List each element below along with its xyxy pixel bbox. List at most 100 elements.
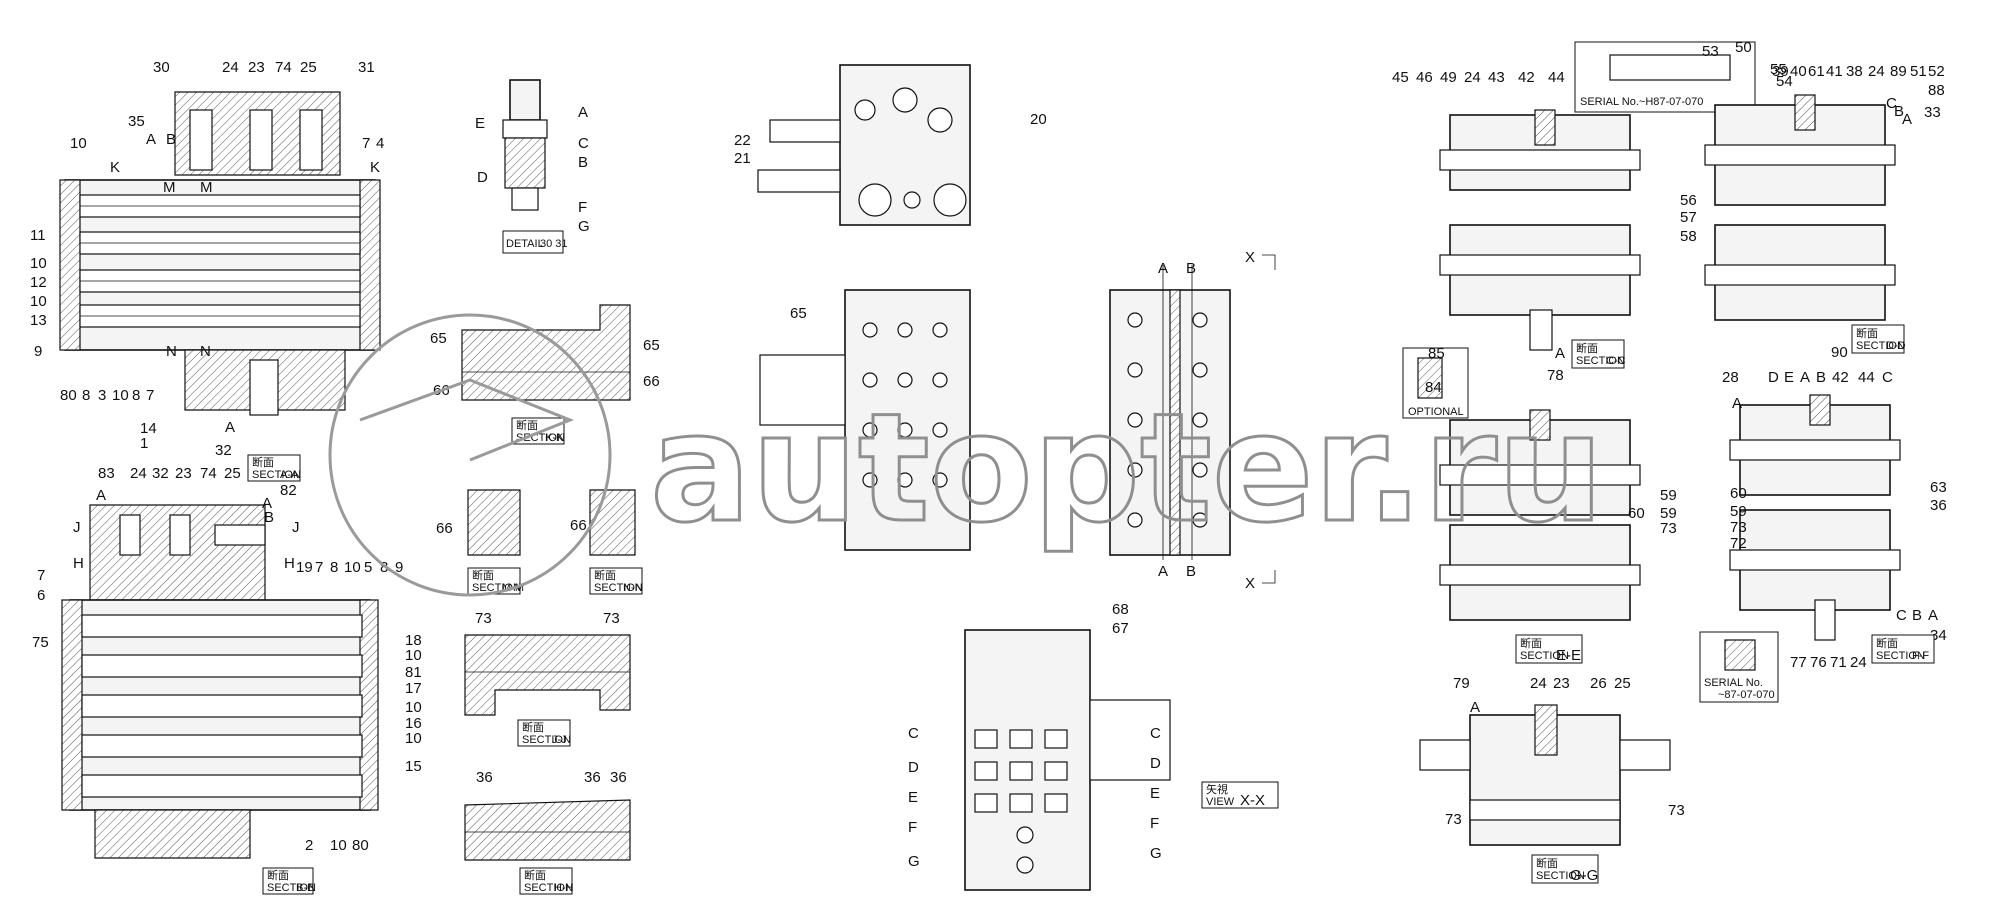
part-number: 32 [152,465,169,482]
part-number: 78 [1547,367,1564,384]
watermark: autopter.ru [328,313,1605,597]
section-letter: M [163,179,176,196]
svg-text:X-X: X-X [1240,792,1265,809]
part-number: 44 [1548,69,1565,86]
optional-detail: 85 84 OPTIONAL [1402,345,1469,419]
part-number: 67 [1112,620,1129,637]
part-number: 42 [1518,69,1535,86]
part-number: 73 [1445,811,1462,828]
part-number: 42 [1832,369,1849,386]
svg-text:K-K: K-K [545,432,564,444]
svg-text:断面: 断面 [516,418,538,432]
view-title-x-x: 矢視 VIEW X-X [1201,781,1279,809]
svg-text:A-A: A-A [280,469,299,481]
part-number: 23 [248,59,265,76]
part-number: 49 [1440,69,1457,86]
part-number: 72 [1730,535,1747,552]
part-number: 13 [30,312,47,329]
part-number: 10 [405,699,422,716]
svg-text:断面: 断面 [594,568,616,582]
part-number: 84 [1425,379,1442,396]
part-number: 66 [570,517,587,534]
part-number: 10 [30,293,47,310]
section-m-m-drawing [467,489,521,556]
part-number: 17 [405,680,422,697]
part-number: 59 [1660,487,1677,504]
section-letter: G [1150,845,1162,862]
serial-number-note: ~87-07-070 [1718,689,1775,701]
part-number: 11 [30,227,46,244]
section-letter: E [1784,369,1794,386]
part-number: 39 [1772,63,1789,80]
part-number: F [578,199,587,216]
part-number: 36 [1930,497,1947,514]
section-letter: A [1800,369,1810,386]
section-letter: C [1882,369,1893,386]
part-number: 21 [734,150,751,167]
part-number: 7 [146,387,154,404]
front-view-labels: 65 [790,305,807,322]
svg-text:断面: 断面 [267,868,289,882]
section-letter: C [908,725,919,742]
svg-text:断面: 断面 [1536,856,1558,870]
section-b-b-labels: 83 24 32 23 74 25 A 82 J H 7 6 75 A B J … [32,465,422,895]
section-title-k-k: 断面 SECTION K-K [511,417,565,445]
section-letter: A [1470,699,1480,716]
part-number: 18 [405,632,422,649]
part-number: 25 [1614,675,1631,692]
section-letter: N [200,343,211,360]
part-number: 24 [130,465,147,482]
part-number: 40 [1790,63,1807,80]
section-g-g-drawing [1419,704,1671,846]
section-title-e-e: 断面 SECTION E-E [1515,634,1583,664]
svg-text:SECTION: SECTION [252,469,301,481]
section-letter: D [1150,755,1161,772]
part-number: 56 [1680,192,1697,209]
section-c-c-labels: 45 46 49 24 43 42 44 A 78 断面 SECTION C-C [1392,69,1626,384]
section-title-d-d: 断面 SECTION D-D [1851,324,1906,354]
part-number: 23 [1553,675,1570,692]
section-n-n-drawing [589,489,636,556]
section-letter: H [73,555,84,572]
part-number: 8 [132,387,140,404]
svg-text:SECTION: SECTION [1520,650,1569,662]
part-number: 75 [32,634,49,651]
part-number: 80 [60,387,77,404]
section-h-h-drawing [464,799,631,861]
svg-text:SECTION: SECTION [1856,340,1905,352]
part-number: 8 [380,559,388,576]
view-x-x-drawing [964,629,1171,891]
part-number: 9 [34,343,42,360]
section-h-h-labels: 36 36 36 断面 SECTION H-H [476,769,627,895]
part-number: 24 [222,59,239,76]
section-title-f-f: 断面 SECTION F-F [1871,634,1935,664]
svg-text:SECTION: SECTION [1536,870,1585,882]
part-number: 32 [215,442,232,459]
part-number: 53 [1702,43,1719,60]
part-number: 35 [128,113,145,130]
svg-text:C-C: C-C [1606,355,1626,367]
section-letter: J [292,519,300,536]
part-number: 66 [643,373,660,390]
svg-text:N-N: N-N [623,582,643,594]
part-number: 61 [1808,63,1825,80]
part-number: 73 [1660,520,1677,537]
part-number: 59 [1730,503,1747,520]
section-letter: B [166,131,176,148]
part-number: 73 [603,610,620,627]
valve-side-view [1109,254,1276,584]
part-number: 24 [1530,675,1547,692]
svg-text:H-H: H-H [554,882,574,894]
part-number: 73 [1668,802,1685,819]
section-letter: A [1555,345,1565,362]
section-f-f-drawing [1729,394,1901,641]
part-number: 15 [405,758,422,775]
part-number: 24 [1464,69,1481,86]
part-number: 33 [1924,104,1941,121]
svg-text:B-B: B-B [296,882,314,894]
svg-text:VIEW: VIEW [1206,796,1235,808]
part-number: 60 [1730,485,1747,502]
optional-note: OPTIONAL [1408,406,1464,418]
section-title-j-j: 断面 SECTION J-J [517,719,571,747]
